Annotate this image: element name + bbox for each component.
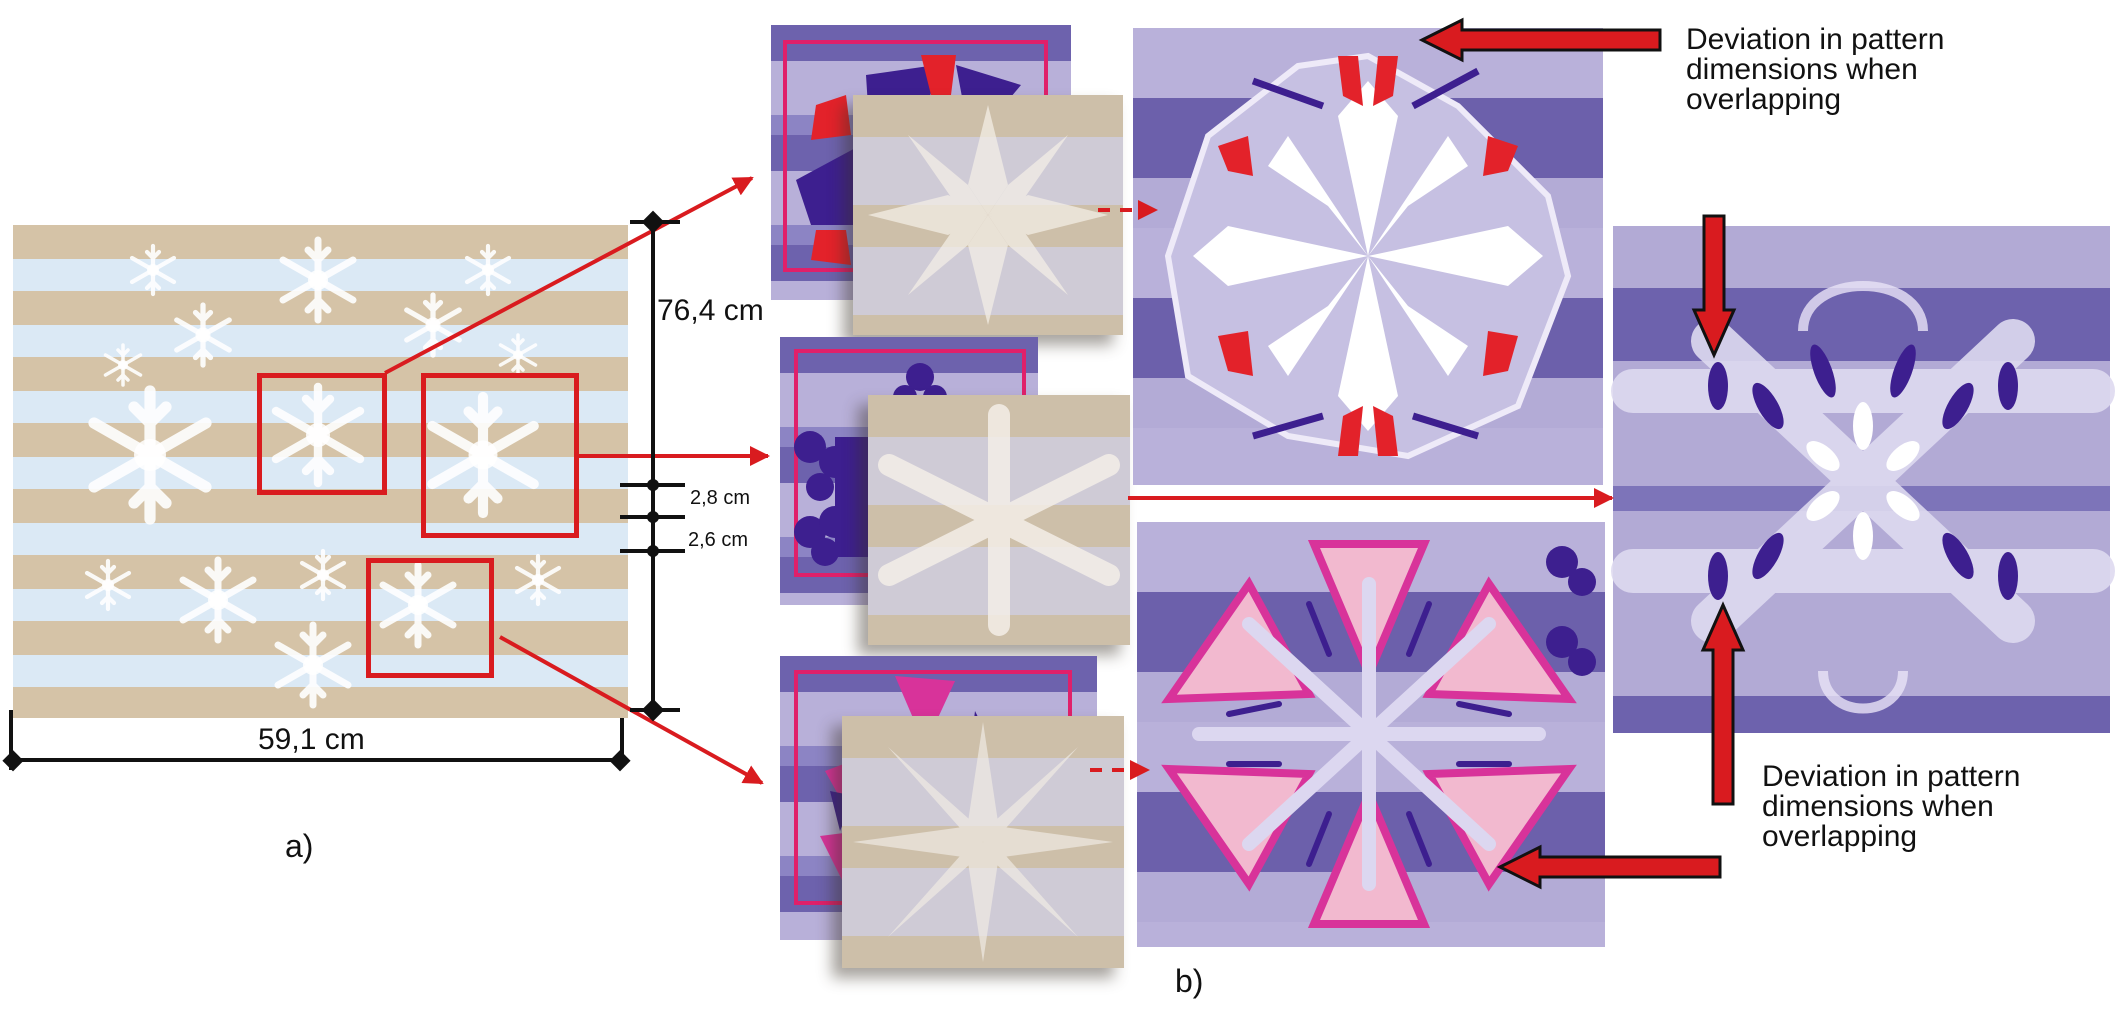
annotation-bottom: Deviation in pattern dimensions when ove…: [1762, 762, 2021, 852]
stripe-dimension-label-2: 2,6 cm: [688, 529, 749, 551]
spiky-snowflake-faded-icon: [853, 722, 1113, 962]
width-dimension-label: 59,1 cm: [258, 723, 365, 756]
panel-b-label: b): [1175, 963, 1204, 999]
row3-overlay-card: [842, 716, 1124, 968]
highlight-box-2: [421, 373, 579, 538]
annotation-top-line-1: Deviation in pattern: [1686, 23, 1945, 56]
dendrite-snowflake-overlap-icon: [1611, 281, 2115, 714]
result-panel-row3: [1137, 522, 1605, 947]
callout-arrow-down: [1691, 214, 1737, 359]
row2-overlay-card: [868, 395, 1130, 645]
panel-a-label: a): [285, 828, 314, 864]
annotation-top-line-2: dimensions when: [1686, 53, 1918, 86]
connector-row1: [384, 176, 754, 375]
annotation-top: Deviation in pattern dimensions when ove…: [1686, 25, 1945, 115]
highlight-box-1: [257, 373, 387, 495]
callout-arrow-bottom-left: [1496, 844, 1722, 890]
annotation-top-line-3: overlapping: [1686, 83, 1842, 116]
height-dimension-label: 76,4 cm: [657, 294, 764, 327]
highlight-box-3: [366, 558, 494, 678]
callout-arrow-top-left: [1418, 17, 1662, 63]
star-snowflake-overlap-icon: [1164, 52, 1572, 460]
stripe-dimension-label-1: 2,8 cm: [690, 487, 751, 509]
fabric-pattern-panel-a: [13, 225, 628, 718]
annotation-bottom-line-2: dimensions when: [1762, 790, 1994, 823]
dendrite-snowflake-faded-icon: [878, 404, 1120, 636]
callout-arrow-up: [1700, 601, 1746, 806]
annotation-bottom-line-1: Deviation in pattern: [1762, 760, 2021, 793]
result-panel-row1: [1133, 28, 1603, 485]
star-snowflake-faded-icon: [868, 105, 1108, 325]
annotation-bottom-line-3: overlapping: [1762, 820, 1918, 853]
row1-overlay-card: [853, 95, 1123, 335]
spiky-snowflake-overlap-icon: [1161, 540, 1596, 928]
